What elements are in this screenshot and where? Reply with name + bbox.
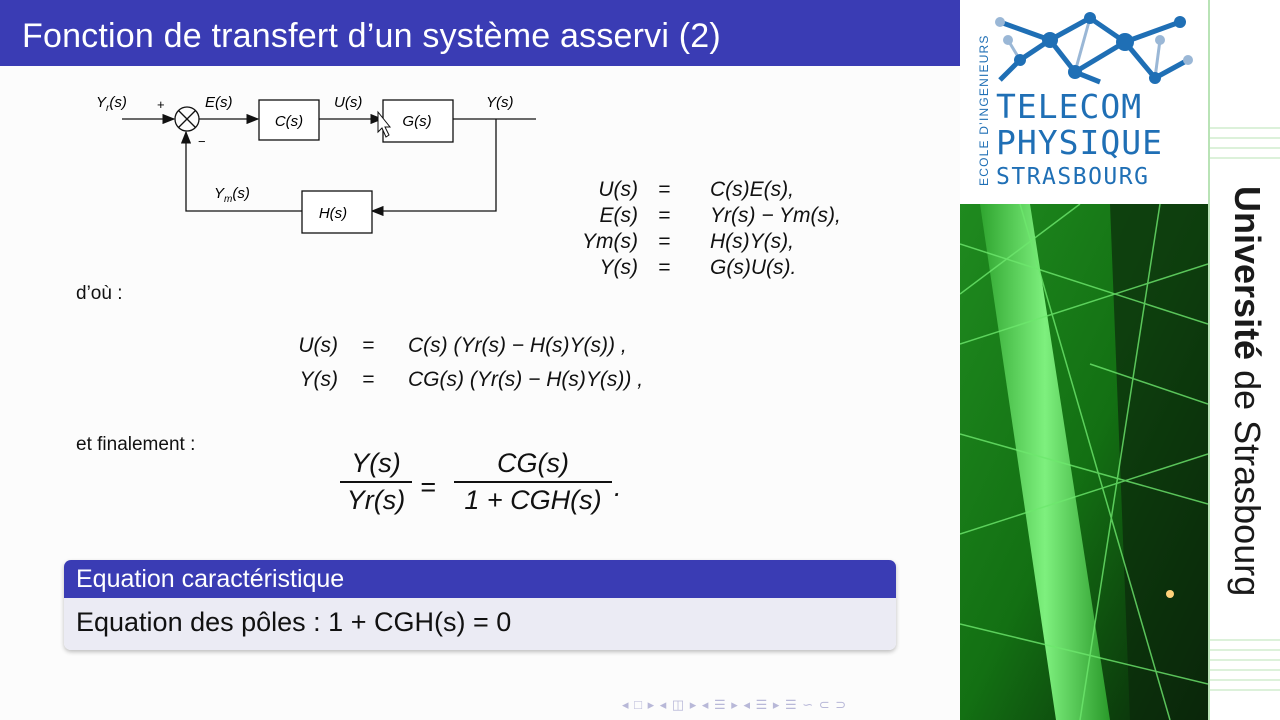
eq-rhs-1: Yr(s) − Ym(s), (710, 204, 841, 228)
label-g: G(s) (402, 113, 431, 130)
label-e: E(s) (205, 94, 233, 111)
label-yr: Yr(s) (96, 94, 127, 114)
logo-line2: PHYSIQUE (996, 123, 1163, 162)
slide-title: Fonction de transfert d’un système asser… (22, 17, 721, 56)
eq-rhs-2: H(s)Y(s), (710, 230, 794, 254)
eq-rhs-0: C(s)E(s), (710, 178, 794, 202)
fraction-equals: = (420, 472, 436, 503)
dou-label: d’où : (76, 283, 122, 305)
subst-rhs-0: C(s) (Yr(s) − H(s)Y(s)) , (408, 334, 627, 358)
eq-rhs-3: G(s)U(s). (710, 256, 796, 280)
label-h: H(s) (319, 205, 347, 222)
label-y: Y(s) (486, 94, 514, 111)
fraction-left: Y(s) Yr(s) (340, 448, 412, 516)
subst-rhs-1: CG(s) (Yr(s) − H(s)Y(s)) , (408, 368, 643, 392)
logo-line1: TELECOM (996, 87, 1142, 126)
beamer-navigation[interactable]: ◂ □ ▸ ◂ ◫ ▸ ◂ ☰ ▸ ◂ ☰ ▸ ☰ ∽ ⊂ ⊃ (622, 697, 847, 713)
telecom-physique-logo: ECOLE D’INGENIEURS TELECOM PHYSIQUE STRA… (960, 0, 1208, 204)
block-body: Equation des pôles : 1 + CGH(s) = 0 (64, 598, 896, 650)
fraction-right: CG(s) 1 + CGH(s) (454, 448, 612, 516)
eq-sign-2: = (658, 230, 670, 254)
label-c: C(s) (275, 113, 303, 130)
eq-sign-1: = (658, 204, 670, 228)
label-minus: − (198, 134, 206, 149)
university-regular: de Strasbourg (1227, 360, 1268, 596)
slide: Fonction de transfert d’un système asser… (0, 0, 960, 720)
label-ym: Ym(s) (214, 185, 250, 205)
network-logo-icon: ECOLE D’INGENIEURS TELECOM PHYSIQUE STRA… (960, 0, 1208, 204)
system-equations: U(s) = C(s)E(s), E(s) = Yr(s) − Ym(s), Y… (580, 178, 870, 282)
transfer-function: Y(s) Yr(s) = CG(s) 1 + CGH(s) . (340, 448, 630, 528)
eq-lhs-3: Y(s) (580, 256, 638, 280)
label-u: U(s) (334, 94, 362, 111)
eq-lhs-1: E(s) (580, 204, 638, 228)
eq-lhs-2: Ym(s) (580, 230, 638, 254)
eq-lhs-0: U(s) (580, 178, 638, 202)
summing-junction (175, 107, 199, 131)
university-name: Université de Strasbourg (1228, 186, 1268, 626)
green-structure-photo (960, 204, 1208, 720)
characteristic-equation-block: Equation caractéristique Equation des pô… (64, 560, 896, 650)
fraction-end: . (614, 472, 622, 503)
substituted-equations: U(s) = C(s) (Yr(s) − H(s)Y(s)) , Y(s) = … (286, 334, 686, 394)
block-header: Equation caractéristique (64, 560, 896, 598)
label-plus: + (157, 97, 165, 112)
finalement-label: et finalement : (76, 434, 195, 456)
subst-lhs-0: U(s) (286, 334, 338, 358)
block-diagram: Yr(s) + − E(s) C(s) U(s) G(s) Y(s) Ym(s)… (90, 82, 550, 242)
fraction-right-num: CG(s) (454, 448, 612, 479)
subst-sign-1: = (362, 368, 374, 392)
university-bold: Université (1227, 186, 1268, 360)
eq-sign-3: = (658, 256, 670, 280)
eq-sign-0: = (658, 178, 670, 202)
fraction-left-num: Y(s) (340, 448, 412, 479)
fraction-right-den: 1 + CGH(s) (454, 485, 612, 516)
logo-line3: STRASBOURG (996, 164, 1149, 190)
logo-side-text: ECOLE D’INGENIEURS (977, 34, 991, 186)
title-bar: Fonction de transfert d’un système asser… (0, 0, 960, 66)
fraction-left-den: Yr(s) (340, 485, 412, 516)
subst-lhs-1: Y(s) (286, 368, 338, 392)
subst-sign-0: = (362, 334, 374, 358)
